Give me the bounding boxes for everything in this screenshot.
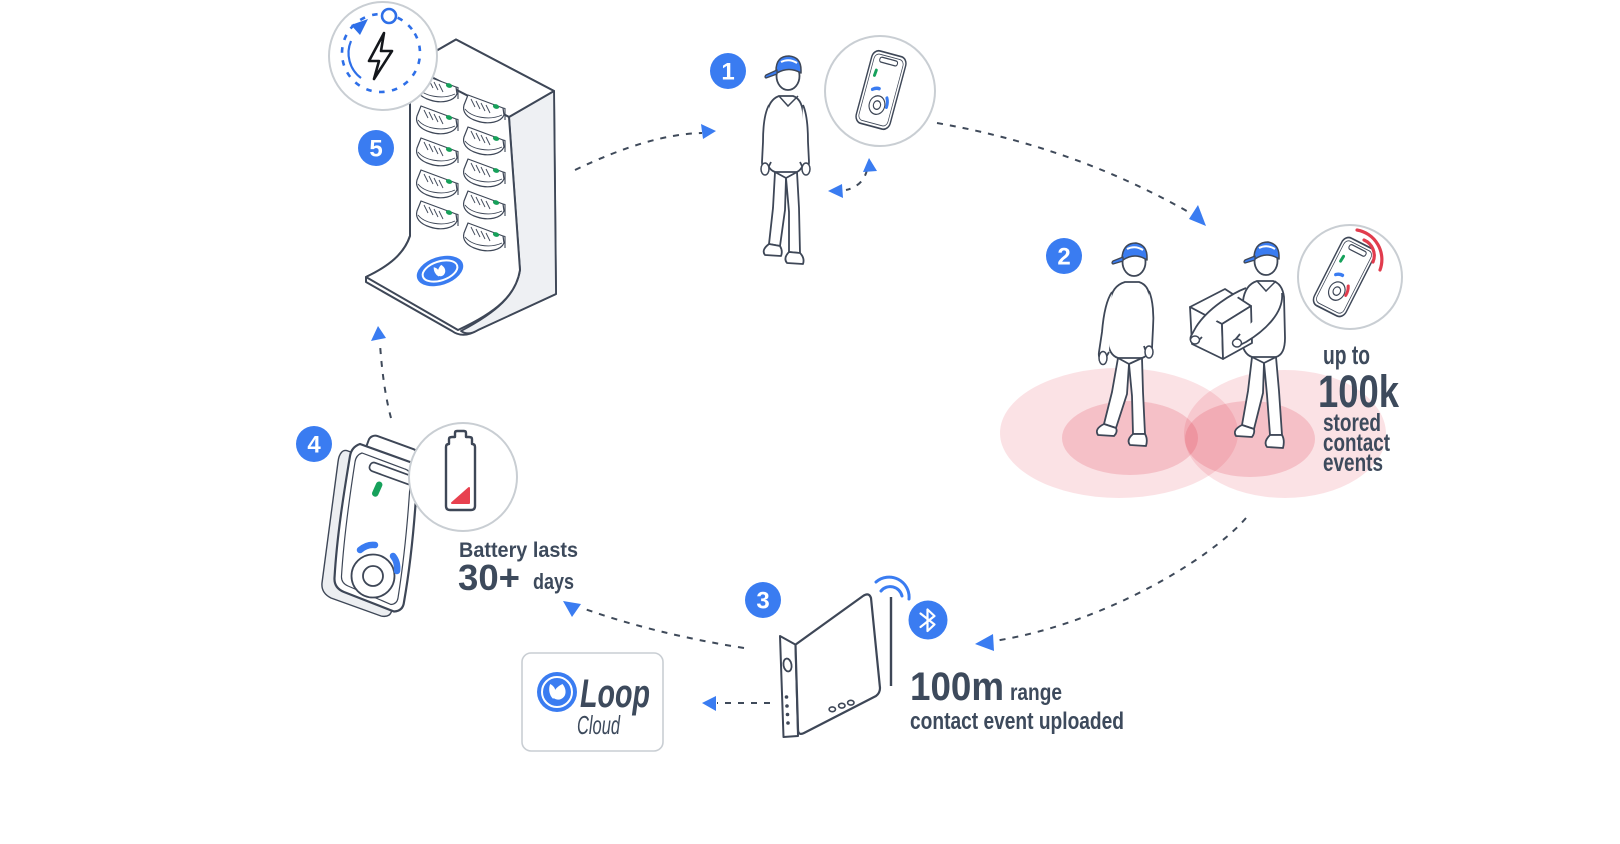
svg-text:2: 2 [1057, 244, 1070, 271]
svg-text:events: events [1323, 449, 1383, 477]
svg-text:1: 1 [721, 59, 734, 86]
svg-text:stored: stored [1323, 409, 1381, 437]
svg-text:range: range [1010, 679, 1062, 705]
svg-text:contact event uploaded: contact event uploaded [910, 708, 1124, 735]
svg-text:days: days [533, 569, 574, 594]
svg-text:contact: contact [1323, 429, 1391, 457]
svg-text:100m: 100m [910, 665, 1004, 709]
svg-text:30+: 30+ [458, 557, 520, 598]
svg-text:Battery lasts: Battery lasts [459, 539, 578, 562]
svg-text:100k: 100k [1318, 366, 1400, 417]
svg-text:4: 4 [307, 432, 321, 459]
svg-text:3: 3 [756, 588, 769, 615]
svg-text:5: 5 [369, 136, 382, 163]
svg-text:Loop: Loop [580, 672, 650, 716]
svg-text:Cloud: Cloud [577, 710, 621, 740]
svg-text:up to: up to [1323, 340, 1370, 370]
